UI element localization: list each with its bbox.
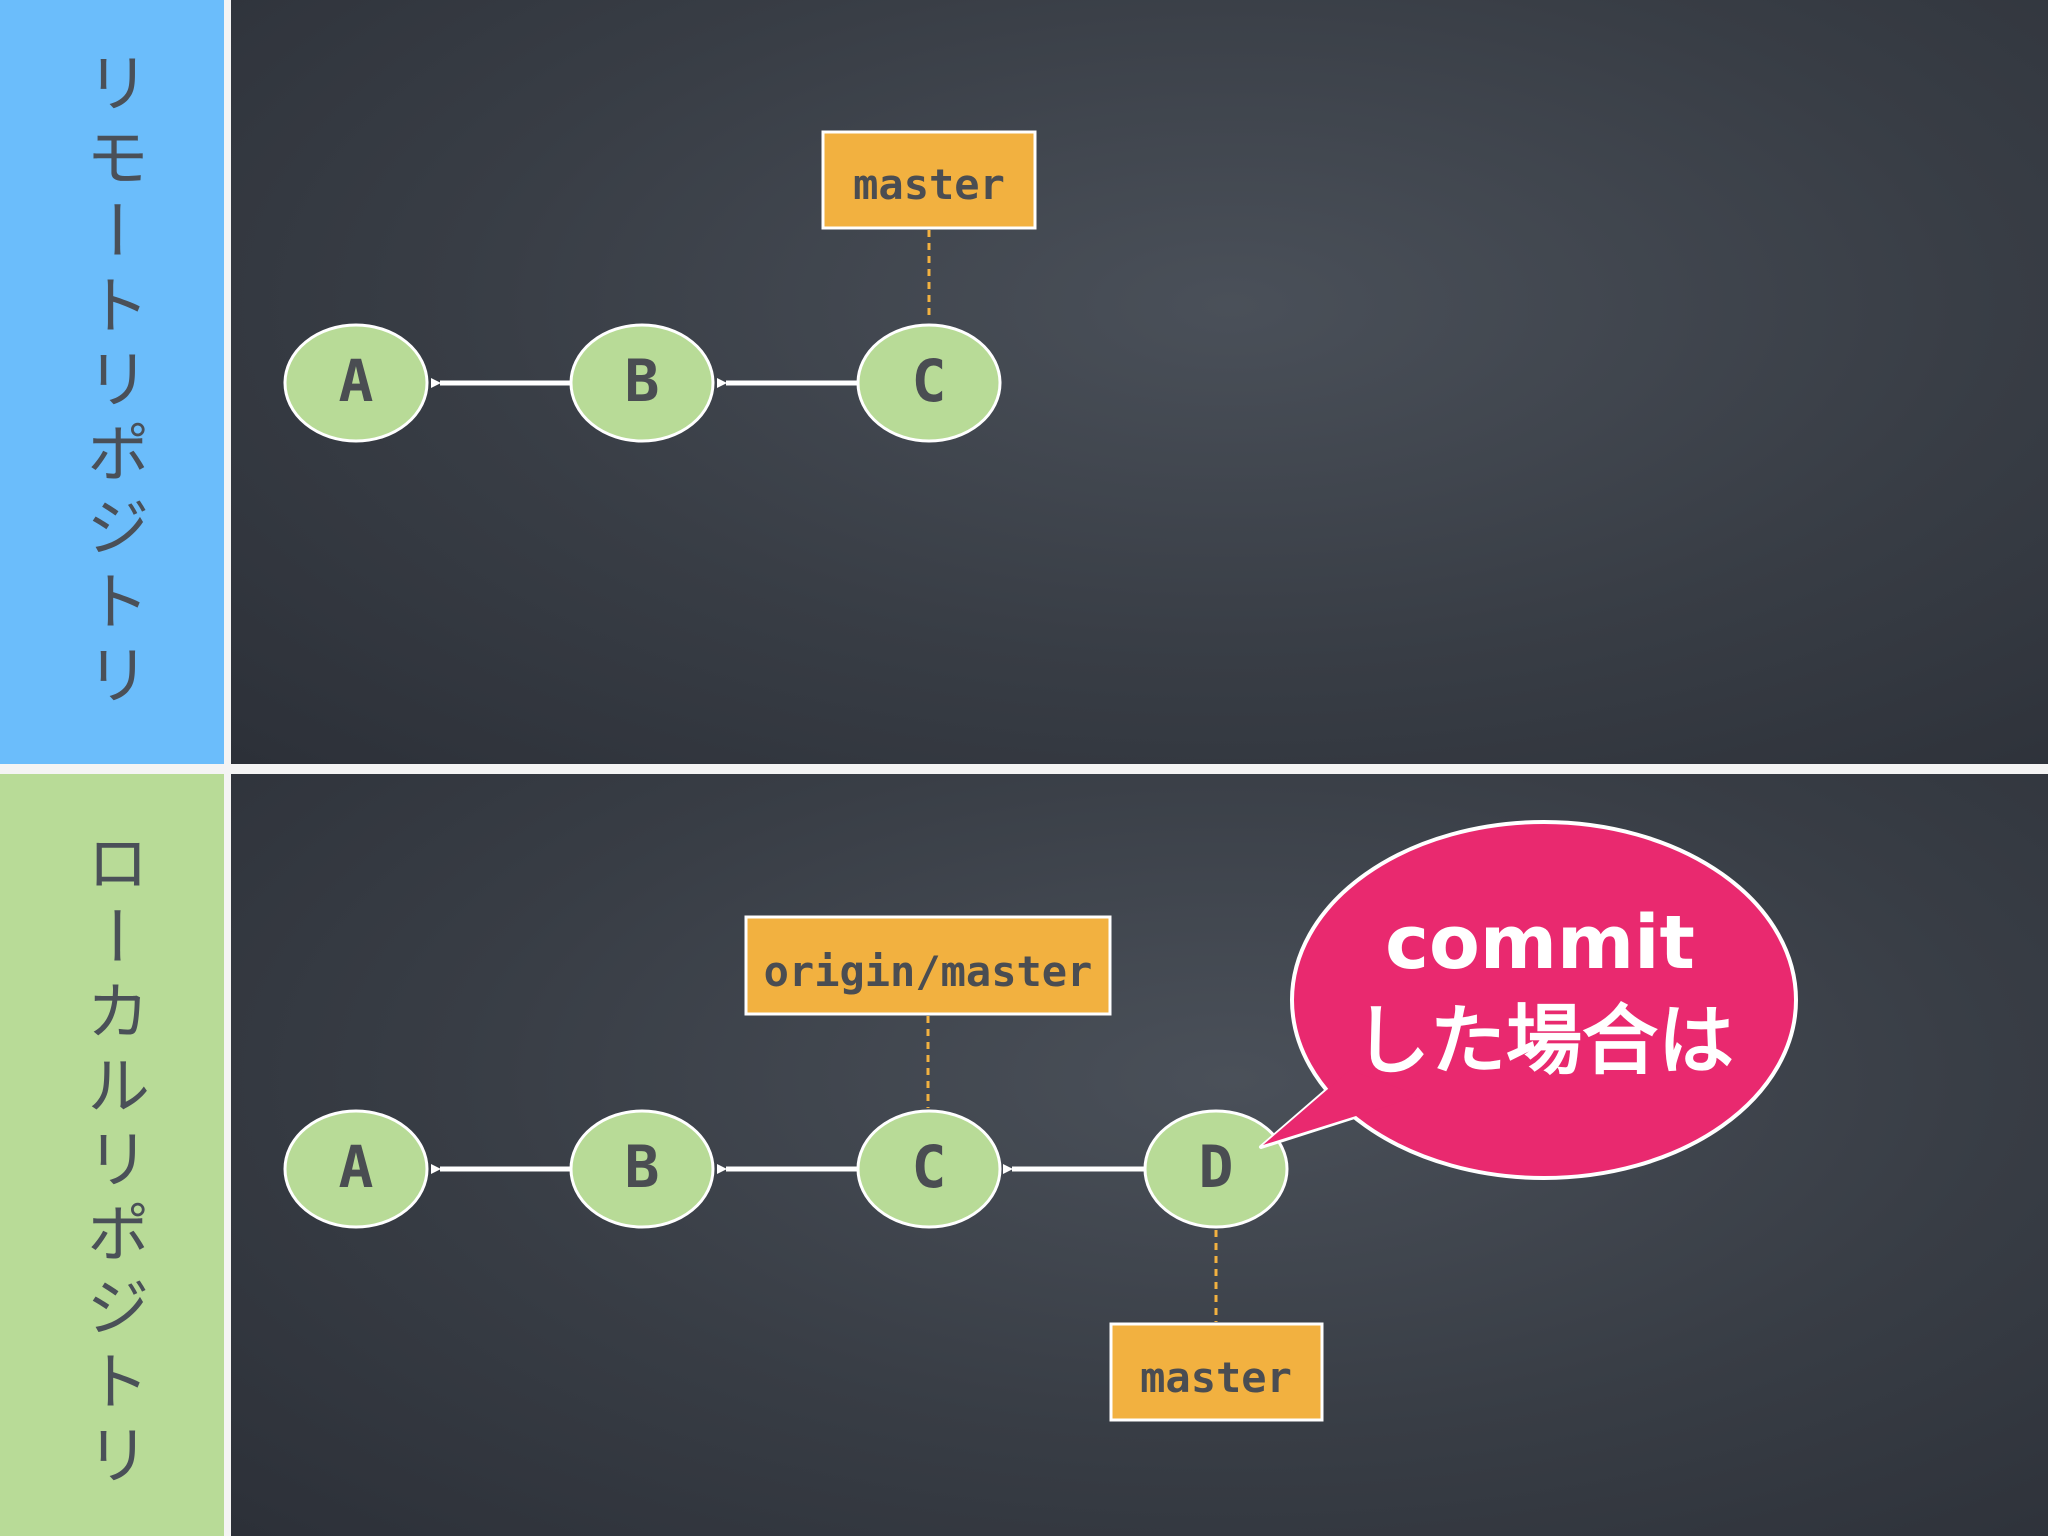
svg-text:C: C: [912, 347, 947, 415]
remote-commit-a: A: [283, 323, 429, 443]
origin-master-text: origin/master: [764, 947, 1093, 996]
local-master-text: master: [1140, 1353, 1292, 1402]
remote-master-text: master: [853, 160, 1005, 209]
callout-line-1: commit: [1385, 900, 1695, 986]
svg-text:D: D: [1199, 1133, 1234, 1201]
commit-callout: commit した場合は: [1259, 820, 1798, 1180]
horizontal-divider: [0, 764, 2048, 774]
remote-master-label: master: [821, 130, 1037, 230]
remote-repo-label: リモートリポジトリ: [75, 50, 149, 716]
remote-panel: [0, 0, 224, 764]
local-master-label: master: [1109, 1322, 1324, 1422]
local-commit-b: B: [569, 1109, 715, 1229]
svg-text:B: B: [625, 347, 660, 415]
local-panel: [0, 774, 224, 1536]
local-commit-a: A: [283, 1109, 429, 1229]
svg-text:B: B: [625, 1133, 660, 1201]
origin-master-label: origin/master: [744, 915, 1112, 1016]
svg-text:A: A: [339, 1133, 374, 1201]
local-commit-d: D: [1143, 1109, 1289, 1229]
svg-text:C: C: [912, 1133, 947, 1201]
local-commit-c: C: [856, 1109, 1002, 1229]
local-repo-label: ローカルリポジトリ: [75, 830, 149, 1496]
svg-text:A: A: [339, 347, 374, 415]
remote-commit-c: C: [856, 323, 1002, 443]
remote-commit-b: B: [569, 323, 715, 443]
callout-line-2: した場合は: [1354, 996, 1734, 1085]
